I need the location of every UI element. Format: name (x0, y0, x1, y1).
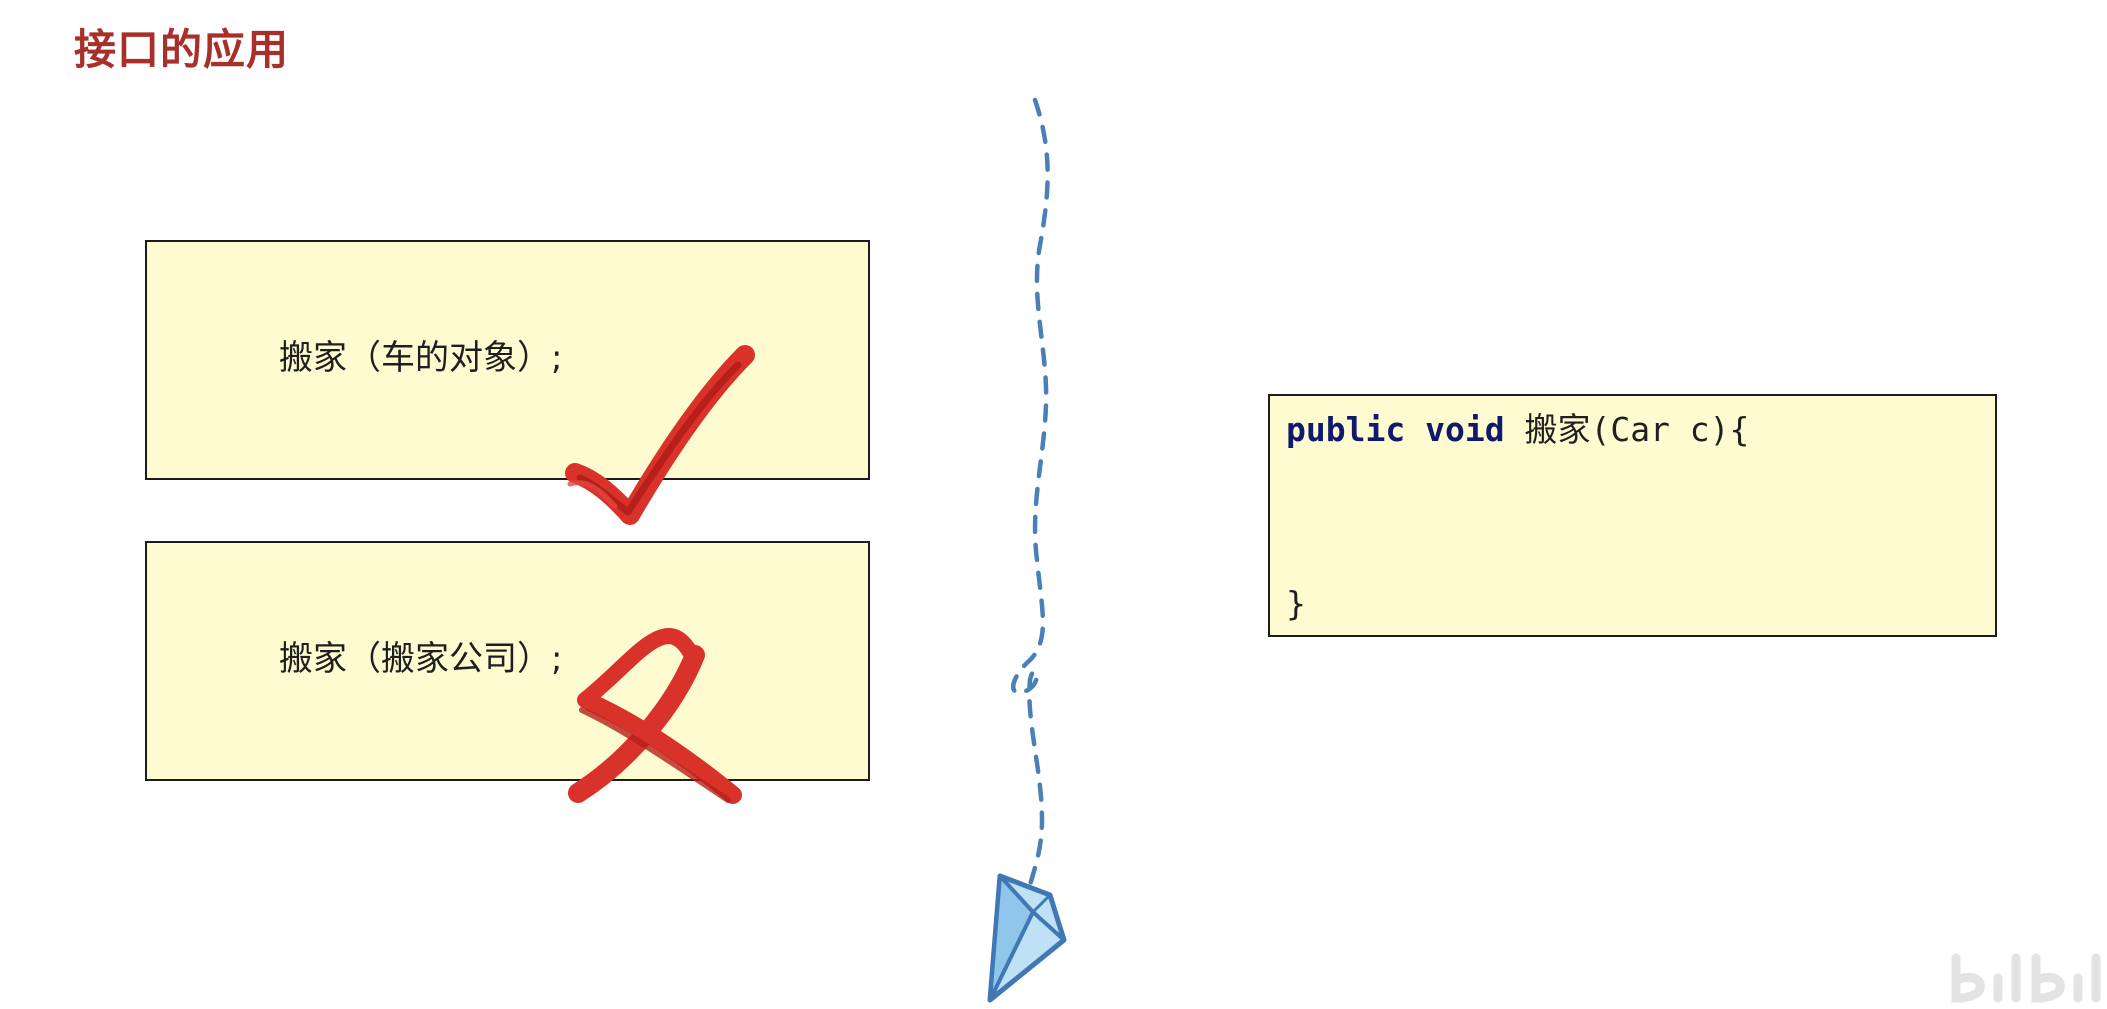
method-signature-rest: 搬家(Car c){ (1524, 410, 1750, 449)
valid-call-box: 搬家（车的对象）; (145, 240, 870, 480)
invalid-call-box: 搬家（搬家公司）; (145, 541, 870, 781)
method-close-brace: } (1286, 584, 1306, 623)
method-code-box: public void 搬家(Car c){ } (1268, 394, 1997, 637)
page-title: 接口的应用 (74, 25, 290, 74)
method-signature: public void 搬家(Car c){ (1286, 408, 1749, 452)
keyword-void: void (1425, 410, 1505, 449)
watermark-logo (1951, 953, 2101, 1003)
invalid-call-text: 搬家（搬家公司）; (279, 639, 563, 679)
valid-call-text: 搬家（车的对象）; (279, 338, 563, 378)
keyword-public: public (1286, 410, 1406, 449)
paper-plane-icon (987, 873, 1067, 1003)
dashed-flight-path (1011, 97, 1050, 888)
